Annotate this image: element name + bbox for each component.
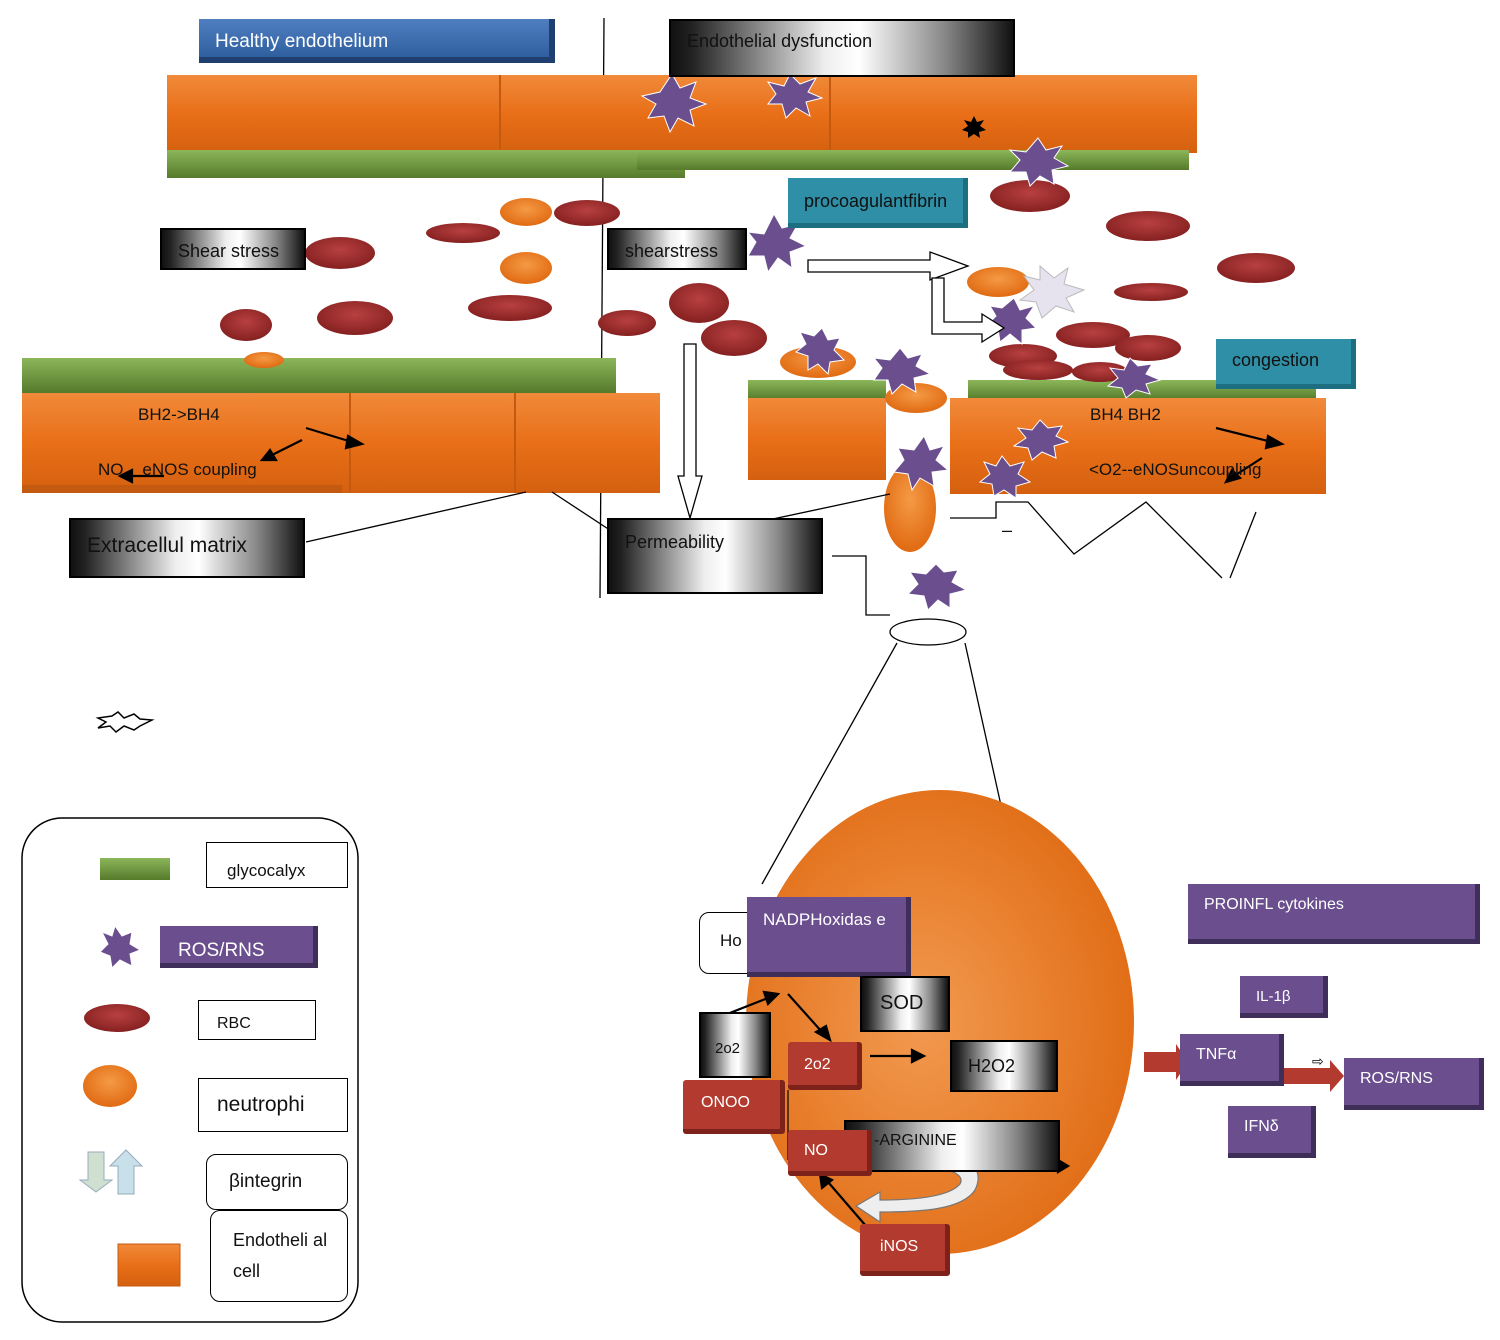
legend-stray-burst (98, 712, 152, 732)
top-glycocalyx-right (637, 150, 1189, 170)
shear-stress-right-label: shearstress (607, 228, 747, 270)
rbc-group (220, 180, 1295, 382)
tnfa-label: TNFα (1180, 1034, 1284, 1086)
dash-mark: – (1002, 520, 1012, 541)
no-coupling-label: NO eNOS coupling (98, 460, 257, 480)
il-1b-label: IL-1β (1240, 976, 1328, 1018)
legend-integrin-icon (80, 1150, 142, 1194)
nadph-oxidase-label: NADPHoxidas e (747, 897, 911, 977)
legend-neutrophil-swatch (83, 1065, 137, 1107)
shear-stress-left-label: Shear stress (160, 228, 306, 270)
o2-mid-label: 2o2 (788, 1042, 862, 1090)
cytokine-ros-rns-label: ROS/RNS (1344, 1058, 1484, 1110)
congestion-label: congestion (1216, 339, 1356, 389)
inos-label: iNOS (860, 1224, 950, 1276)
onoo-label: ONOO (683, 1080, 785, 1134)
l-arginine-label: -ARGININE (844, 1120, 1060, 1172)
h2o2-label: H2O2 (950, 1040, 1058, 1092)
legend-ros-label: ROS/RNS (160, 926, 318, 968)
legend-glycocalyx-swatch (100, 858, 170, 880)
bh2-bh4-label: BH2->BH4 (138, 405, 220, 425)
legend-rbc-label: RBC (198, 1000, 316, 1040)
bh4-bh2-label: BH4 BH2 (1090, 405, 1161, 425)
legend-rbc-swatch (84, 1004, 150, 1032)
o2-left-label: 2o2 (699, 1012, 771, 1078)
legend-glycocalyx-label: glycocalyx (206, 842, 348, 888)
o2-uncoupling-label: <O2--eNOSuncoupling (1089, 460, 1261, 480)
procoagulant-label: procoagulantfibrin (788, 178, 968, 228)
permeability-label: Permeability (607, 518, 823, 594)
small-arrow-glyph: ⇨ (1312, 1053, 1324, 1069)
ifnd-label: IFNδ (1228, 1106, 1316, 1158)
endothelial-dysfunction-label: Endothelial dysfunction (669, 19, 1015, 77)
healthy-endothelium-label: Healthy endothelium (199, 19, 555, 63)
proinflammatory-cytokines-label: PROINFL cytokines (1188, 884, 1480, 944)
sod-label: SOD (860, 976, 950, 1032)
extracellular-matrix-label: Extracellul matrix (69, 518, 305, 578)
legend-neutrophil-label: neutrophi (198, 1078, 348, 1132)
legend-endothelial-swatch (118, 1244, 180, 1286)
top-glycocalyx-left (167, 150, 685, 178)
legend-integrin-label: βintegrin (206, 1154, 348, 1210)
zoom-circle (890, 619, 966, 645)
no-label: NO (788, 1130, 872, 1176)
legend-endothelial-label: Endotheli al cell (210, 1210, 348, 1302)
